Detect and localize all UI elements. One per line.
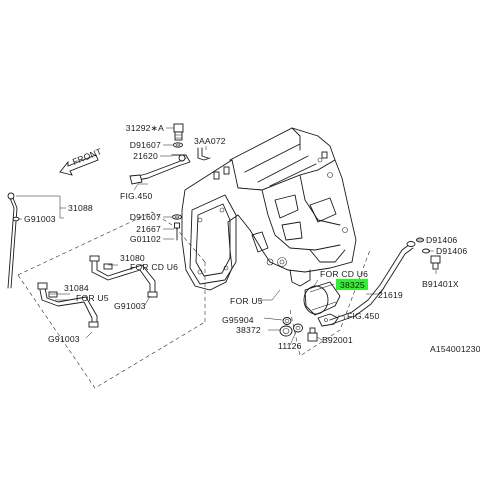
label-d91607-top[interactable]: D91607 [130, 140, 161, 150]
label-31292a[interactable]: 31292∗A [126, 123, 164, 133]
gasket-11126[interactable] [293, 323, 303, 333]
leader-lines [50, 127, 437, 346]
bolt-21667[interactable] [174, 222, 180, 241]
label-21619[interactable]: 21619 [378, 290, 403, 300]
label-fig450-top[interactable]: FIG.450 [120, 191, 152, 201]
label-for-u5-right: FOR U5 [230, 296, 263, 306]
label-3aa072[interactable]: 3AA072 [194, 136, 226, 146]
transmission-case[interactable] [181, 127, 357, 291]
label-g95904[interactable]: G95904 [222, 315, 254, 325]
label-fig450-right[interactable]: FIG.450 [347, 311, 379, 321]
bracket-21620[interactable] [129, 154, 191, 185]
label-38372[interactable]: 38372 [236, 325, 261, 335]
label-for-u5-left: FOR U5 [76, 293, 109, 303]
label-for-cd-u6-left: FOR CD U6 [130, 262, 178, 272]
label-g01102[interactable]: G01102 [130, 234, 161, 244]
oil-filter-38325[interactable] [303, 281, 341, 316]
label-31088[interactable]: 31088 [68, 203, 93, 213]
label-d91406-b[interactable]: D91406 [436, 246, 467, 256]
part-labels: 31292∗A 3AA072 D91607 21620 FIG.450 FRON… [24, 123, 480, 354]
bracket-fig450-lower[interactable] [317, 313, 339, 327]
label-g91003-bottom[interactable]: G91003 [48, 334, 80, 344]
oring-g95904[interactable] [282, 317, 292, 325]
label-d91607-mid[interactable]: D91607 [130, 212, 161, 222]
highlight-38325 [336, 279, 368, 290]
label-g91003-left[interactable]: G91003 [24, 214, 56, 224]
bolt-b91401x[interactable] [430, 255, 441, 270]
drain-plug-b92001[interactable] [307, 327, 318, 342]
label-31080[interactable]: 31080 [120, 253, 145, 263]
label-b92001[interactable]: B92001 [322, 335, 353, 345]
label-b91401x[interactable]: B91401X [422, 279, 459, 289]
pipe-21619[interactable] [329, 241, 416, 325]
dashed-guide-lines [17, 211, 371, 389]
front-arrow-icon [59, 154, 99, 176]
pipe-31080[interactable] [89, 255, 158, 298]
nipple-38372[interactable] [279, 325, 293, 337]
label-g91003-mid[interactable]: G91003 [114, 301, 146, 311]
label-38325[interactable]: 38325 [340, 280, 365, 290]
plug-31292a[interactable] [173, 123, 184, 141]
label-31084[interactable]: 31084 [64, 283, 89, 293]
label-11126[interactable]: 11126 [278, 341, 302, 351]
seal-d91607-top[interactable] [173, 142, 183, 148]
label-21667[interactable]: 21667 [136, 224, 161, 234]
hook-3aa072[interactable] [197, 147, 211, 161]
label-for-cd-u6-right: FOR CD U6 [320, 269, 368, 279]
seal-d91607-mid[interactable] [172, 214, 182, 220]
dipstick-assembly[interactable] [7, 192, 20, 289]
dipstick-leaders [16, 195, 66, 220]
pipe-31084[interactable] [37, 282, 99, 328]
label-21620[interactable]: 21620 [133, 151, 158, 161]
diagram-code: A154001230 [430, 344, 480, 354]
label-d91406-a[interactable]: D91406 [426, 235, 457, 245]
